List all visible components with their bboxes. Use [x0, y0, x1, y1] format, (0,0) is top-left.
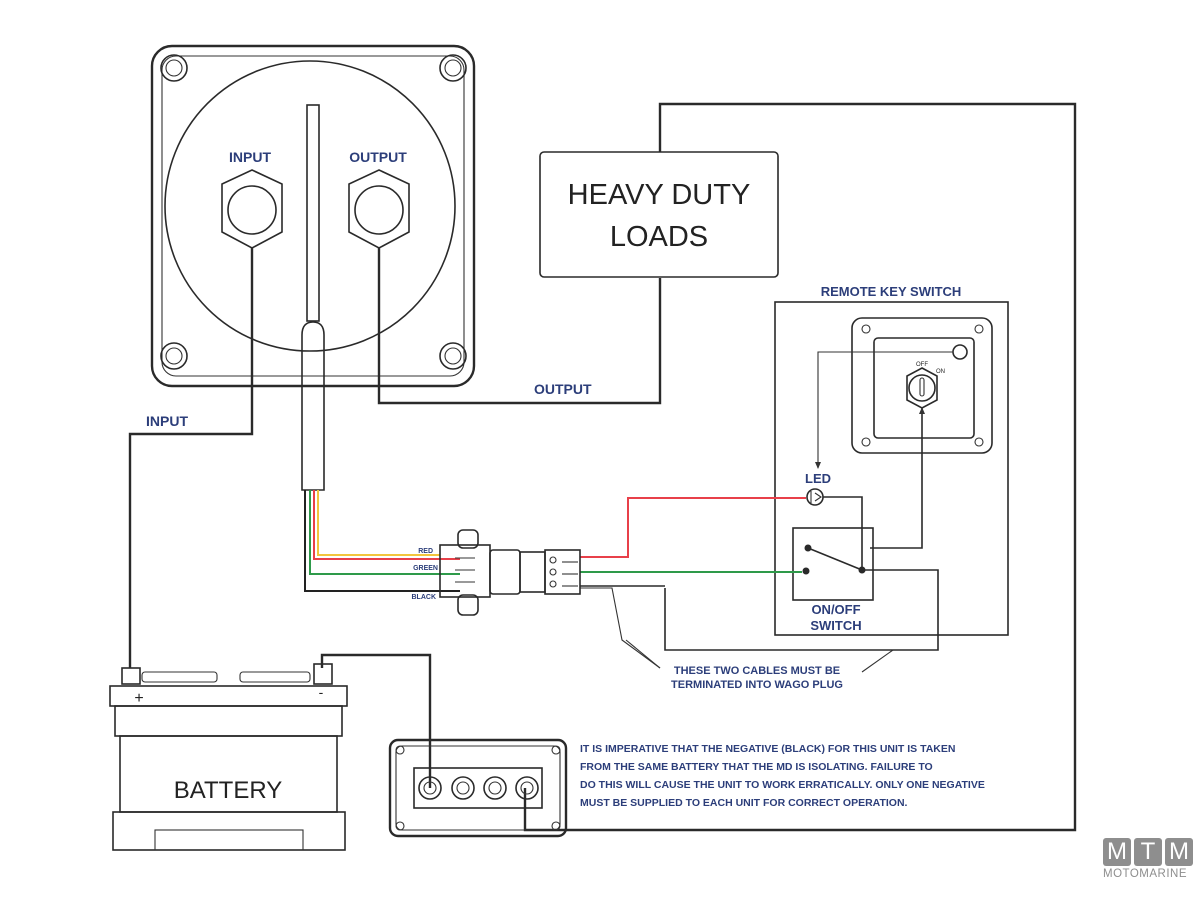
key-on-label: ON — [936, 369, 945, 375]
output-terminal-icon — [348, 169, 410, 249]
mounting-bolt-icon — [439, 342, 467, 370]
logo-letter: M — [1165, 838, 1193, 866]
heavy-duty-loads-line2: LOADS — [610, 221, 708, 253]
key-lock-icon — [906, 367, 938, 409]
heavy-duty-loads-line1: HEAVY DUTY — [568, 179, 751, 211]
heavy-duty-loads-box: HEAVY DUTY LOADS — [539, 151, 779, 278]
red-wire — [580, 497, 806, 558]
power-wiring — [128, 102, 1077, 832]
battery-negative-label: - — [319, 684, 324, 700]
output-wire-label: OUTPUT — [534, 381, 592, 397]
input-terminal-icon — [221, 169, 283, 249]
battery-icon — [109, 663, 348, 851]
control-cable-sleeve — [301, 321, 325, 491]
warning-note-line: MUST BE SUPPLIED TO EACH UNIT FOR CORREC… — [580, 797, 908, 809]
led-icon — [806, 488, 824, 506]
output-terminal-label: OUTPUT — [349, 149, 407, 165]
warning-note-line: IT IS IMPERATIVE THAT THE NEGATIVE (BLAC… — [580, 743, 955, 755]
battery-positive-label: + — [134, 690, 143, 707]
mounting-bolt-icon — [160, 54, 188, 82]
input-wire-label: INPUT — [146, 413, 188, 429]
battery-label: BATTERY — [174, 777, 282, 804]
logo-letter: M — [1103, 838, 1131, 866]
warning-note-line: DO THIS WILL CAUSE THE UNIT TO WORK ERRA… — [580, 779, 985, 791]
black-wire — [304, 490, 460, 592]
wago-note-line2: TERMINATED INTO WAGO PLUG — [671, 679, 843, 691]
led-label: LED — [805, 471, 831, 486]
battery-isolator-switch: INPUT OUTPUT — [150, 44, 476, 491]
onoff-switch-icon — [792, 527, 874, 601]
input-terminal-label: INPUT — [229, 149, 271, 165]
logo-letter: T — [1134, 838, 1162, 866]
warning-note: IT IS IMPERATIVE THAT THE NEGATIVE (BLAC… — [580, 743, 985, 809]
warning-note-line: FROM THE SAME BATTERY THAT THE MD IS ISO… — [580, 761, 933, 773]
onoff-switch-label-line1: ON/OFF — [811, 602, 860, 617]
wire-label-red: RED — [418, 548, 433, 555]
indicator-lamp-icon — [952, 344, 968, 360]
onoff-switch-label-line2: SWITCH — [810, 618, 861, 633]
wago-note-line1: THESE TWO CABLES MUST BE — [674, 665, 840, 677]
mounting-bolt-icon — [160, 342, 188, 370]
control-harness — [304, 490, 806, 669]
motomarine-logo: M T M MOTOMARINE — [1103, 838, 1195, 880]
wire-label-black: BLACK — [412, 594, 437, 601]
remote-key-switch-panel: REMOTE KEY SWITCH OFF ON LED — [664, 284, 1009, 651]
logo-brand-text: MOTOMARINE — [1103, 868, 1188, 880]
red-wire — [313, 490, 460, 560]
wago-connector-icon — [439, 529, 581, 616]
wire-label-green: GREEN — [413, 565, 438, 572]
mounting-bolt-icon — [439, 54, 467, 82]
key-off-label: OFF — [916, 362, 928, 368]
yellow-wire — [317, 490, 440, 556]
negative-bus-bar-icon — [388, 738, 568, 838]
remote-key-switch-title: REMOTE KEY SWITCH — [821, 284, 962, 299]
green-wire — [309, 490, 460, 575]
